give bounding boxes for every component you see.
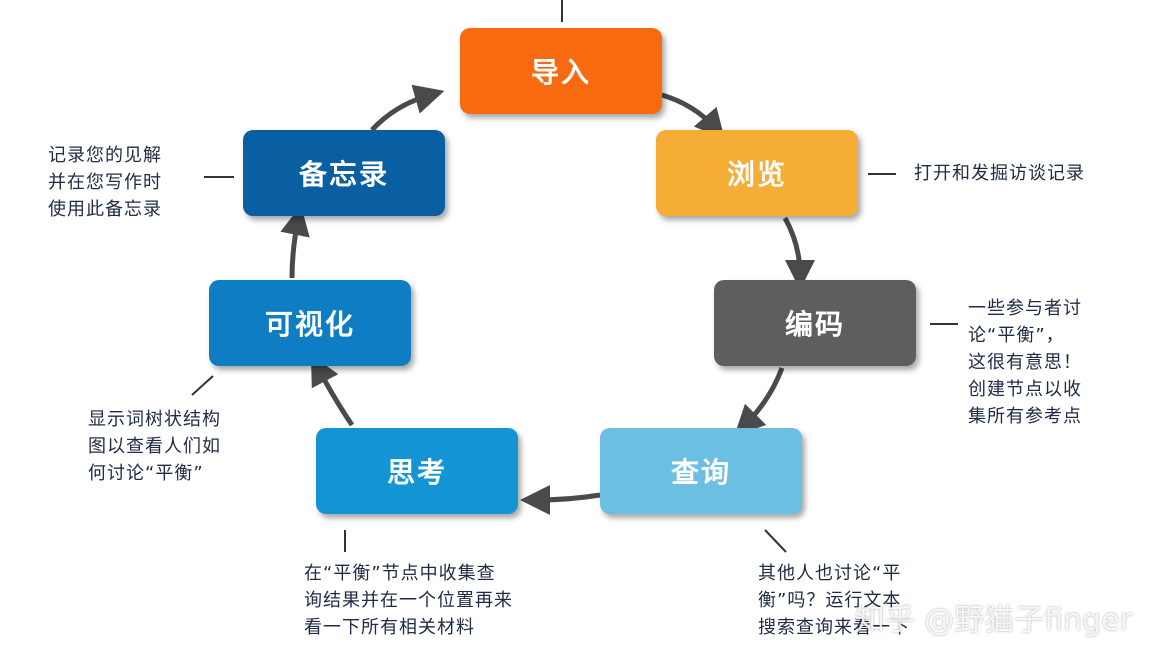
note-visualize-line-1: 显示词树状结构 bbox=[88, 409, 221, 430]
arrow-query-to-think bbox=[520, 484, 601, 515]
note-query-line-3: 搜索查询来看一下 bbox=[758, 617, 910, 638]
node-visualize[interactable]: 可视化 bbox=[209, 280, 411, 366]
arrow-memo-to-import bbox=[370, 84, 445, 132]
memo-note-connector bbox=[204, 176, 234, 178]
note-browse-line-1: 打开和发掘访谈记录 bbox=[914, 163, 1085, 184]
note-memo-line-1: 记录您的见解 bbox=[48, 145, 162, 166]
code-note-connector bbox=[930, 323, 958, 325]
note-think-line-1: 在“平衡”节点中收集查 bbox=[304, 563, 496, 584]
note-query: 其他人也讨论“平 衡”吗？运行文本 搜索查询来看一下 bbox=[758, 560, 910, 641]
node-browse-label: 浏览 bbox=[726, 158, 787, 191]
node-visualize-label: 可视化 bbox=[264, 308, 355, 341]
note-code: 一些参与者讨 论“平衡”， 这很有意思！ 创建节点以收 集所有参考点 bbox=[968, 295, 1082, 430]
watermark: 知乎 @野猫子finger bbox=[854, 603, 1132, 638]
note-memo-line-3: 使用此备忘录 bbox=[48, 199, 162, 220]
think-note-connector bbox=[344, 530, 346, 552]
note-memo-line-2: 并在您写作时 bbox=[48, 172, 162, 193]
note-think: 在“平衡”节点中收集查 询结果并在一个位置再来 看一下所有相关材料 bbox=[304, 560, 513, 641]
node-think[interactable]: 思考 bbox=[316, 428, 518, 514]
node-query-label: 查询 bbox=[670, 456, 731, 489]
visualize-note-connector bbox=[191, 375, 214, 396]
note-code-line-3: 这很有意思！ bbox=[968, 352, 1082, 373]
browse-note-connector bbox=[868, 173, 896, 175]
note-code-line-4: 创建节点以收 bbox=[968, 379, 1082, 400]
node-memo-label: 备忘录 bbox=[298, 158, 389, 191]
note-visualize: 显示词树状结构 图以查看人们如 何讨论“平衡” bbox=[88, 406, 221, 487]
node-code[interactable]: 编码 bbox=[714, 280, 916, 366]
note-think-line-2: 询结果并在一个位置再来 bbox=[304, 590, 513, 611]
note-visualize-line-2: 图以查看人们如 bbox=[88, 436, 221, 457]
note-think-line-3: 看一下所有相关材料 bbox=[304, 617, 475, 638]
note-query-line-1: 其他人也讨论“平 bbox=[758, 563, 902, 584]
node-memo[interactable]: 备忘录 bbox=[243, 130, 445, 216]
note-code-line-2: 论“平衡”， bbox=[968, 325, 1065, 346]
query-note-connector bbox=[764, 529, 787, 553]
node-import[interactable]: 导入 bbox=[460, 28, 662, 114]
arrow-browse-to-code bbox=[782, 216, 815, 290]
note-memo: 记录您的见解 并在您写作时 使用此备忘录 bbox=[48, 142, 162, 223]
node-browse[interactable]: 浏览 bbox=[656, 130, 858, 216]
node-query[interactable]: 查询 bbox=[600, 428, 802, 514]
node-import-label: 导入 bbox=[530, 56, 591, 89]
arrow-code-to-query bbox=[734, 367, 785, 436]
note-visualize-line-3: 何讨论“平衡” bbox=[88, 463, 204, 484]
arrow-import-to-browse bbox=[661, 92, 725, 140]
arrow-visualize-to-memo bbox=[280, 205, 310, 279]
note-browse: 打开和发掘访谈记录 bbox=[914, 160, 1085, 187]
node-code-label: 编码 bbox=[784, 308, 845, 341]
note-query-line-2: 衡”吗？运行文本 bbox=[758, 590, 902, 611]
node-think-label: 思考 bbox=[386, 456, 447, 489]
arrow-think-to-visualize bbox=[310, 354, 355, 427]
note-code-line-5: 集所有参考点 bbox=[968, 406, 1082, 427]
note-code-line-1: 一些参与者讨 bbox=[968, 298, 1082, 319]
